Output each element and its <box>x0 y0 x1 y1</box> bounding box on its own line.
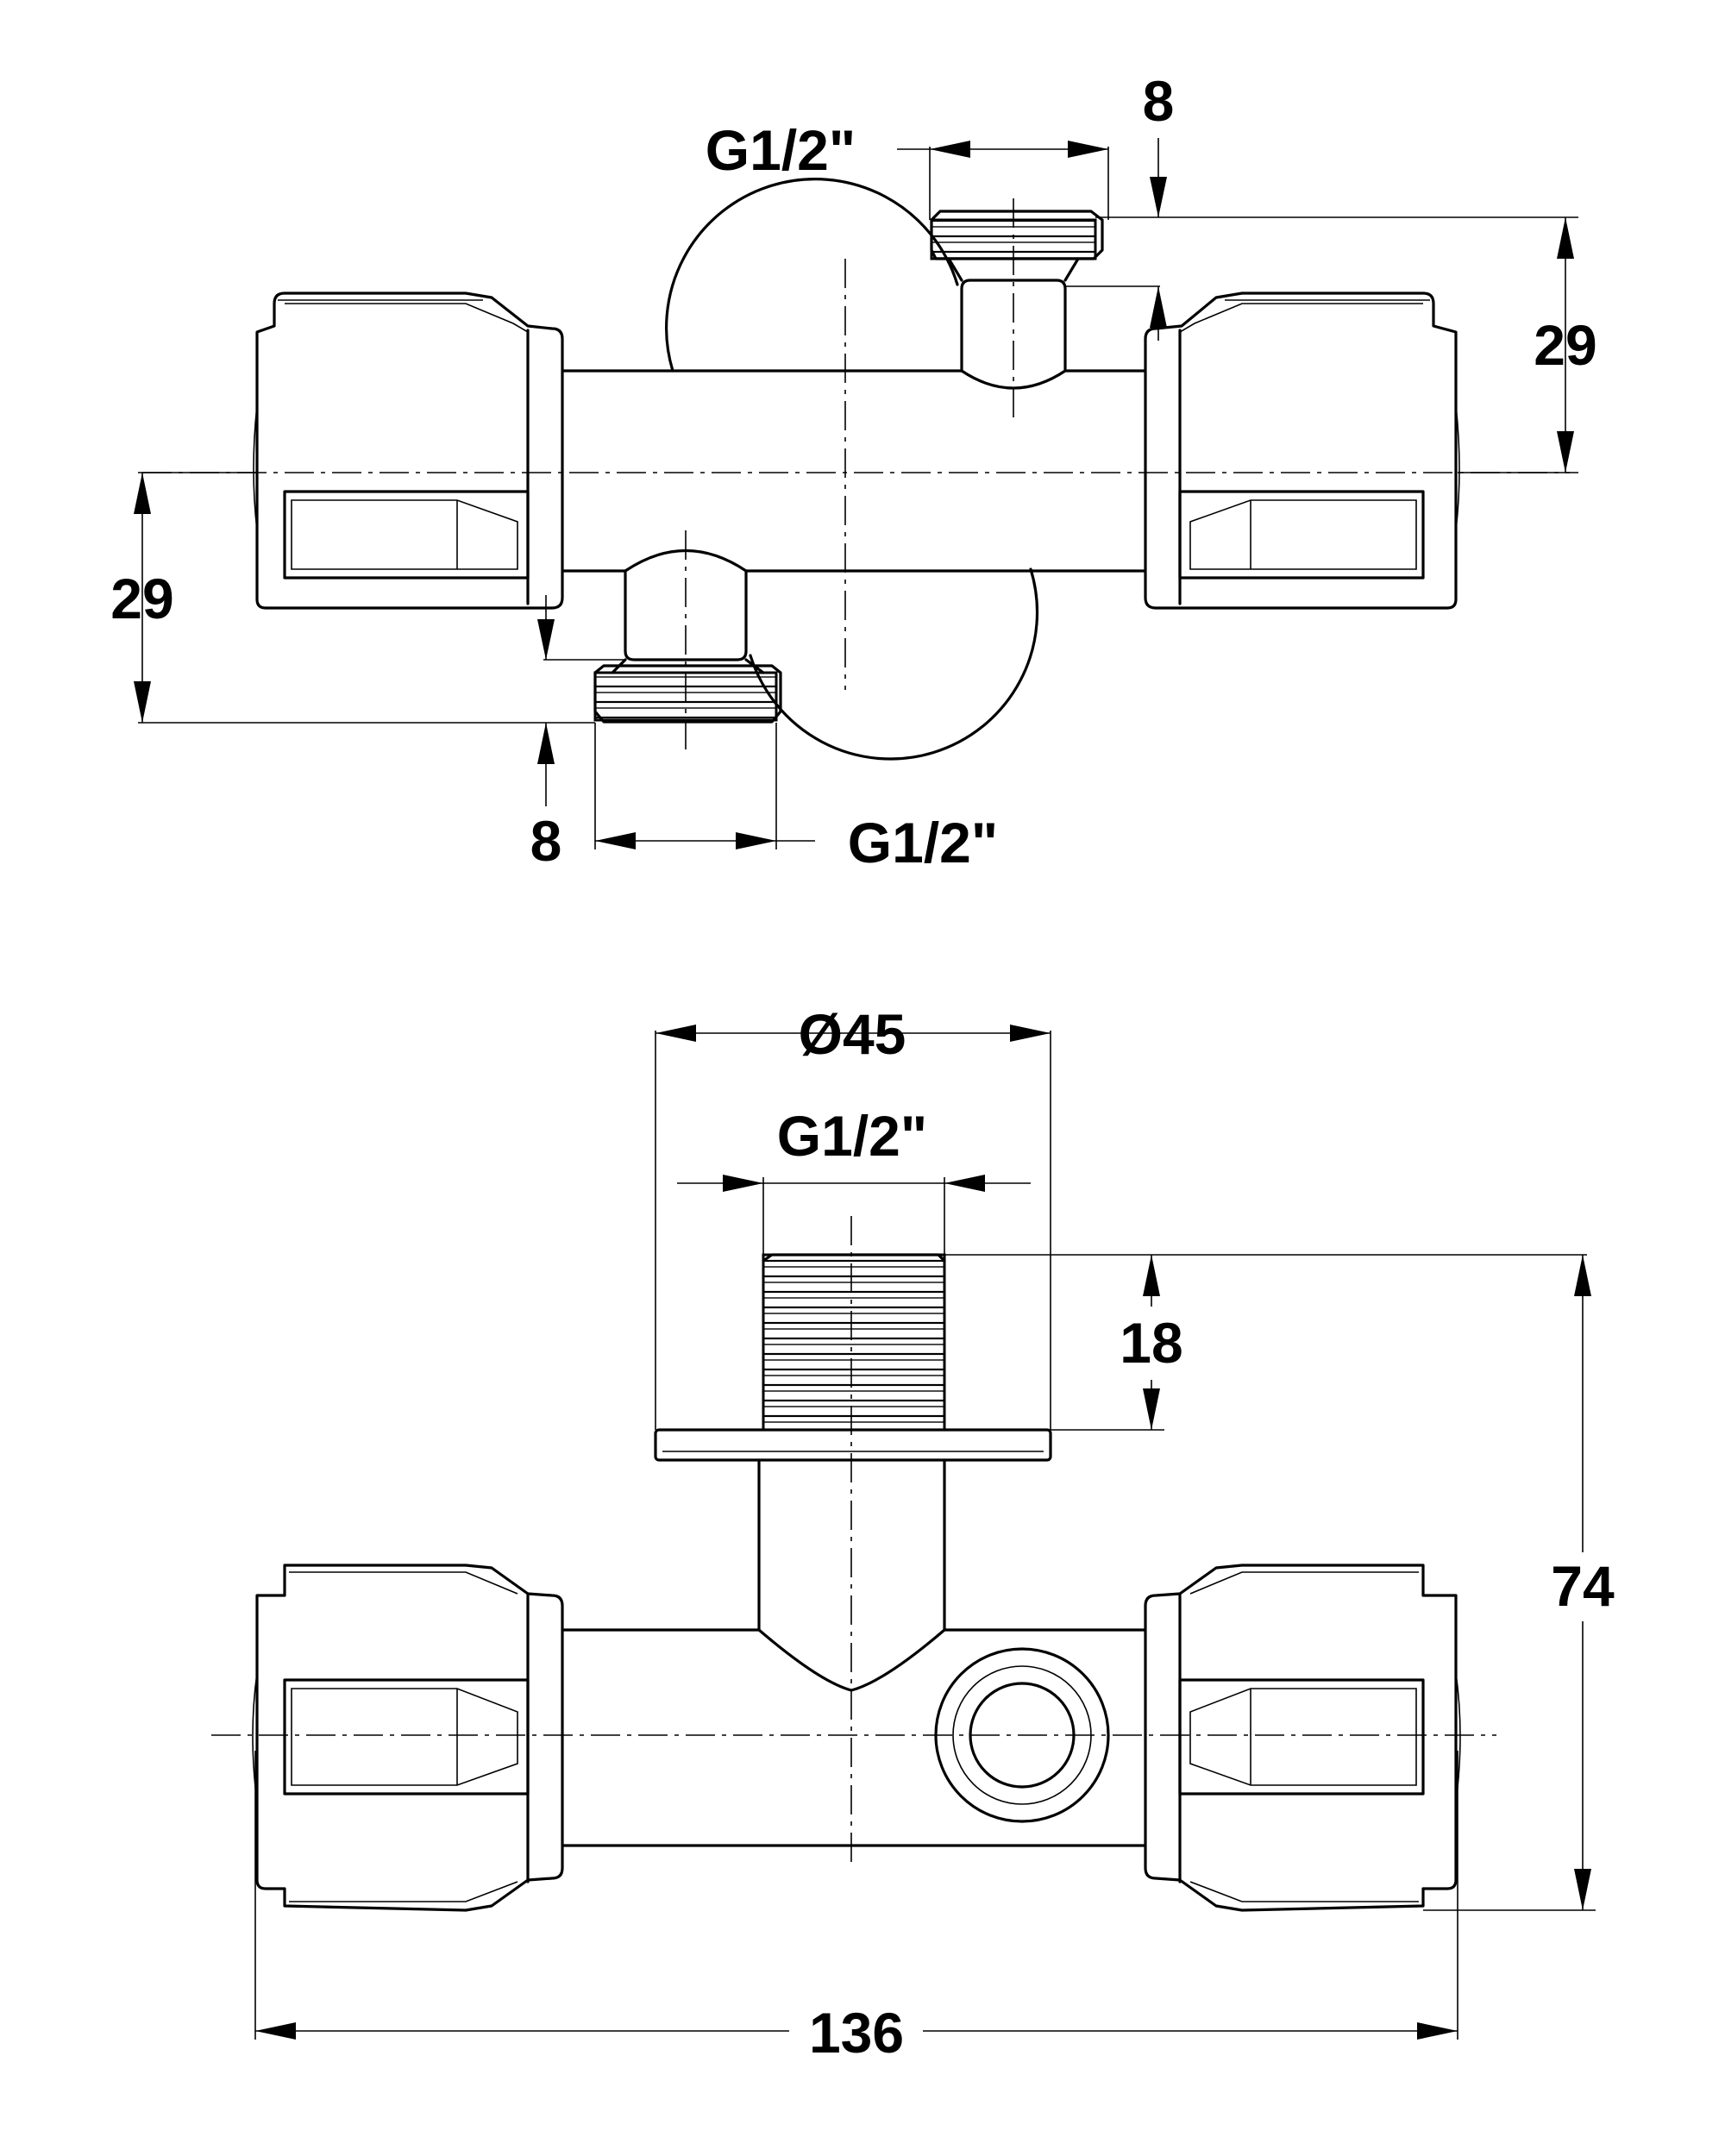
right-union-nut-front <box>1144 1564 1461 1912</box>
upper-outlet <box>930 210 1104 390</box>
dimension-thread-18 <box>944 1254 1587 1431</box>
dimension-right-29 <box>1095 216 1578 473</box>
label-lower-g12: G1/2" <box>848 811 998 874</box>
label-right-29: 29 <box>1534 313 1596 377</box>
left-union-nut-top <box>253 291 564 610</box>
dimension-upper-g12 <box>897 141 1109 220</box>
dimension-outlet-g12 <box>677 1175 1031 1255</box>
dimension-height-74 <box>1423 1255 1596 1911</box>
pipe-body-top <box>561 369 1147 573</box>
lower-outlet <box>593 549 782 724</box>
dimension-upper-8 <box>1065 138 1167 341</box>
label-upper-8: 8 <box>1143 69 1175 133</box>
dimension-lower-g12 <box>594 723 815 849</box>
label-upper-g12: G1/2" <box>706 118 856 182</box>
dimension-lower-8 <box>537 595 625 806</box>
flange-disc-lower <box>749 567 1039 761</box>
label-lower-8: 8 <box>530 809 562 873</box>
label-outlet-g12: G1/2" <box>777 1104 927 1168</box>
dimension-width-136 <box>254 1751 1458 2040</box>
label-height-74: 74 <box>1551 1554 1615 1618</box>
label-diameter-45: Ø45 <box>799 1002 906 1066</box>
label-thread-18: 18 <box>1120 1311 1182 1375</box>
threaded-outlet <box>762 1253 946 1432</box>
label-width-136: 136 <box>809 2001 904 2065</box>
top-view: 29 8 G1/2" 29 <box>110 69 1596 874</box>
flange-disc-upper <box>665 178 959 373</box>
left-union-nut-front <box>252 1564 564 1912</box>
label-left-29: 29 <box>110 567 173 630</box>
dimension-diameter-45 <box>655 1025 1051 1430</box>
right-union-nut-top <box>1144 291 1460 610</box>
pipe-body-front <box>561 1628 1147 1847</box>
flange-plate <box>654 1428 1052 1462</box>
front-view: Ø45 G1/2" 18 74 <box>211 1002 1615 2065</box>
dimension-left-29 <box>134 472 595 724</box>
